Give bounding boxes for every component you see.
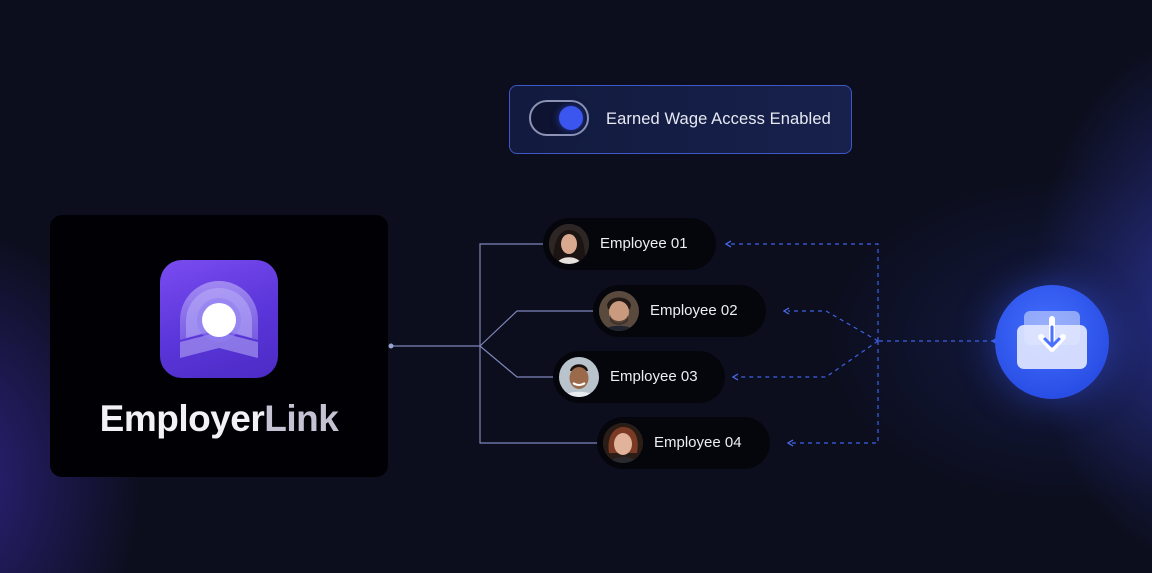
trunk-endpoint-dot: [388, 343, 394, 349]
employee-label: Employee 01: [600, 235, 688, 252]
avatar: [599, 291, 639, 331]
brand-secondary: Link: [264, 398, 339, 439]
dashed-trunk-arrowhead: [991, 338, 996, 344]
dashed-line-01: [730, 243, 879, 341]
branch-line-01: [479, 243, 545, 346]
branch-line-04: [479, 346, 598, 444]
avatar: [549, 224, 589, 264]
arrowhead-04: [786, 439, 794, 447]
employer-card: EmployerLink: [50, 215, 388, 477]
dashed-line-03: [737, 340, 879, 378]
employee-pill-01[interactable]: Employee 01: [543, 218, 716, 270]
employee-label: Employee 03: [610, 368, 698, 385]
employerlink-wordmark: EmployerLink: [50, 398, 388, 440]
dashed-line-04: [792, 341, 879, 444]
download-node[interactable]: [995, 285, 1109, 399]
arrowhead-03: [731, 373, 739, 381]
dashed-line-02: [788, 310, 879, 342]
branch-line-02: [479, 310, 594, 347]
ewa-toggle-card: Earned Wage Access Enabled: [509, 85, 852, 154]
employee-label: Employee 04: [654, 434, 742, 451]
toggle-knob: [559, 106, 583, 130]
branch-line-03: [479, 345, 554, 378]
employerlink-logo-icon: [160, 260, 278, 378]
employee-pill-02[interactable]: Employee 02: [593, 285, 766, 337]
avatar: [603, 423, 643, 463]
arrowhead-02: [782, 307, 790, 315]
ewa-toggle-switch[interactable]: [529, 100, 589, 136]
employee-pill-04[interactable]: Employee 04: [597, 417, 770, 469]
ewa-toggle-label: Earned Wage Access Enabled: [606, 110, 831, 128]
avatar: [559, 357, 599, 397]
employee-pill-03[interactable]: Employee 03: [553, 351, 725, 403]
download-tray-icon: [1017, 311, 1087, 369]
employee-label: Employee 02: [650, 302, 738, 319]
arrowhead-01: [724, 240, 732, 248]
brand-primary: Employer: [99, 398, 265, 439]
